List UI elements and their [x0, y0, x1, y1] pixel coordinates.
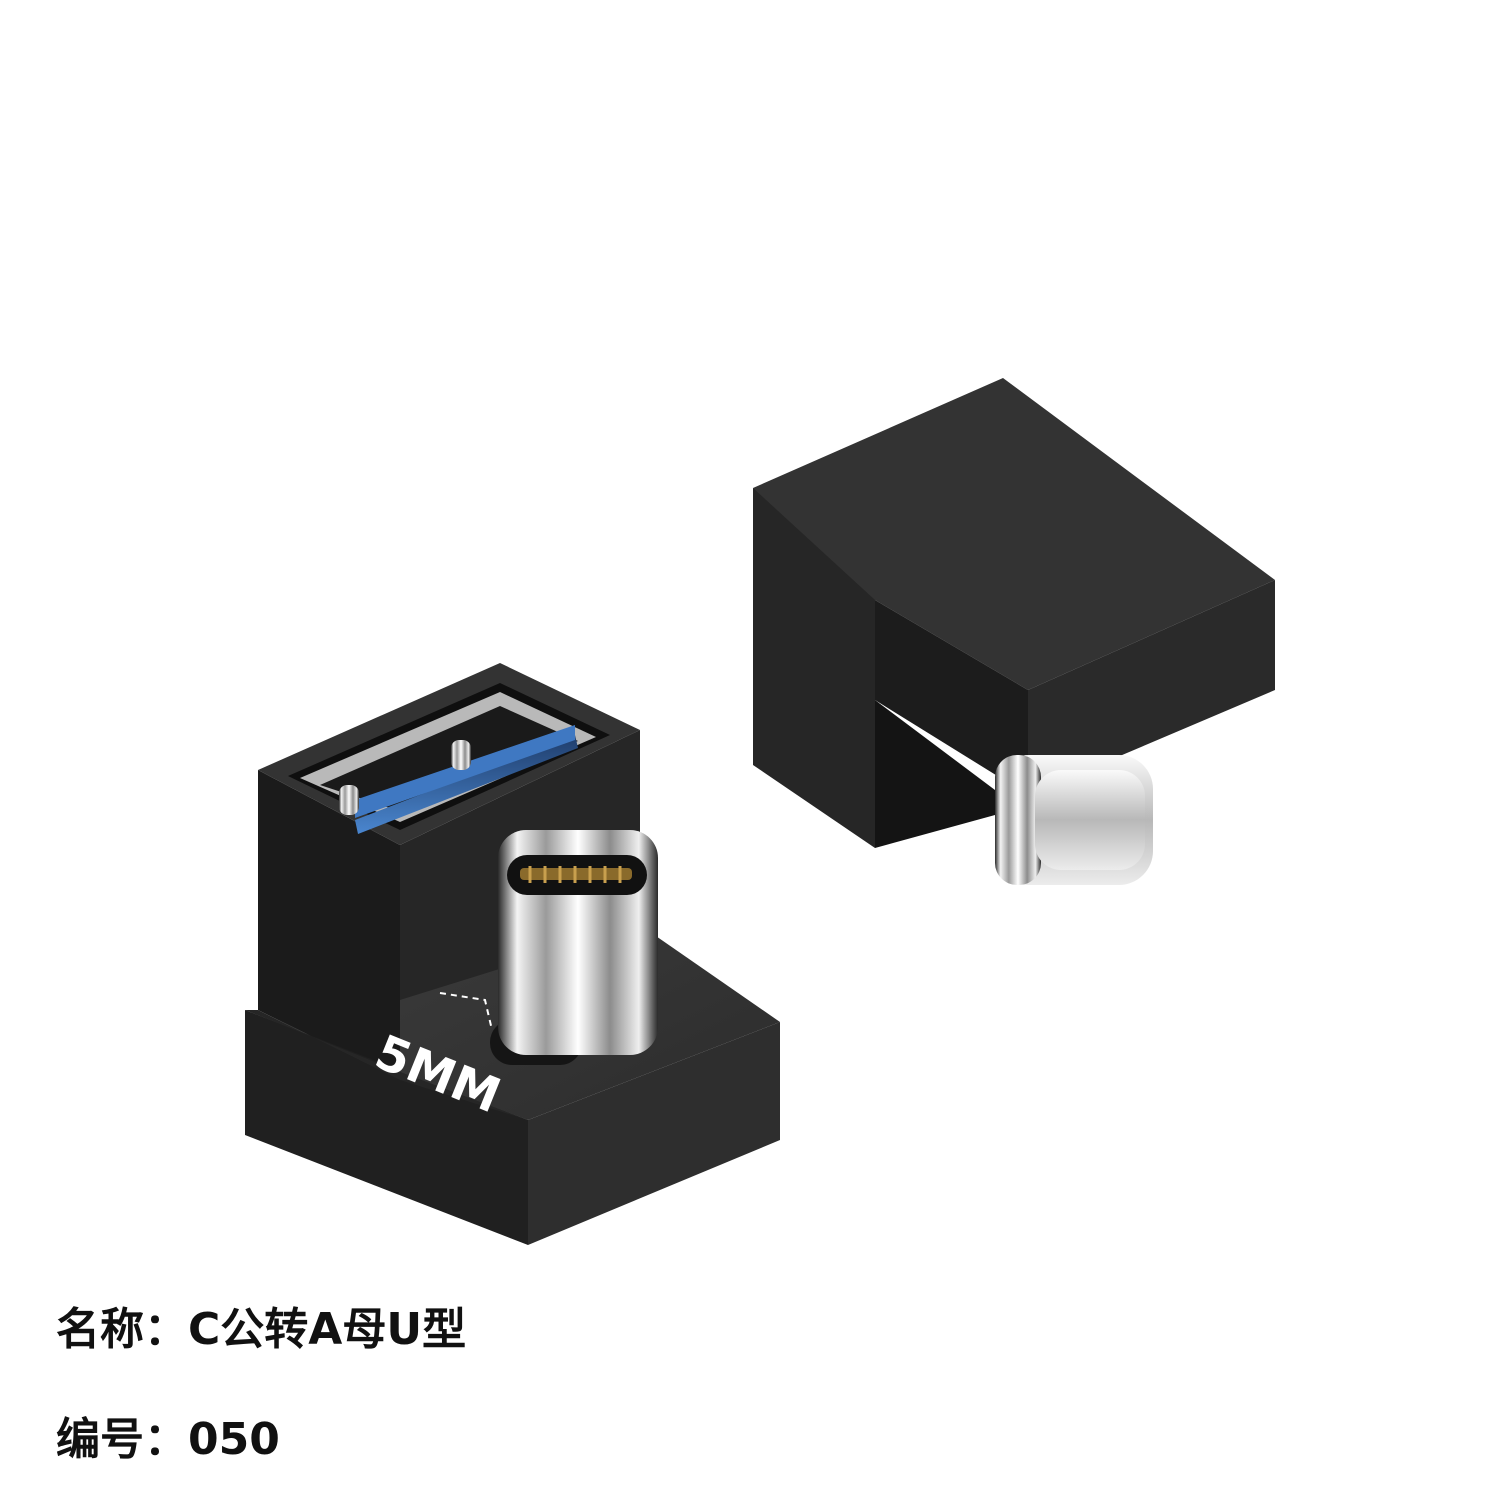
product-code-label: 编号：: [56, 1414, 188, 1465]
right-upper-right-face: [1028, 580, 1275, 795]
product-name-label: 名称：: [56, 1304, 188, 1355]
right-adapter: [753, 378, 1275, 885]
product-name-line: 名称：C公转A母U型: [56, 1308, 466, 1352]
usb-c-plug: [490, 830, 658, 1065]
left-base-front-face: [245, 1010, 528, 1245]
left-base-right-face: [528, 1022, 780, 1245]
product-code-line: 编号：050: [56, 1418, 280, 1462]
left-tall-front-face: [258, 770, 400, 1080]
usb-a-blue-face: [355, 725, 575, 818]
usb-a-pin-right: [451, 740, 471, 770]
usb-a-inner: [320, 706, 578, 812]
right-upper-front-face: [875, 600, 1028, 795]
left-adapter: 5MM: [245, 663, 780, 1245]
right-tall-front-face: [753, 488, 875, 848]
right-top-face: [753, 378, 1275, 690]
product-code-value: 050: [188, 1414, 280, 1465]
measure-dashed-line: [439, 992, 493, 1031]
product-name-value: C公转A母U型: [188, 1304, 467, 1355]
right-inner-recess: [875, 700, 995, 848]
usb-a-blue-tongue: [355, 735, 578, 834]
usb-a-pin-left: [339, 785, 359, 815]
left-base-top-strip: [245, 1010, 528, 1120]
